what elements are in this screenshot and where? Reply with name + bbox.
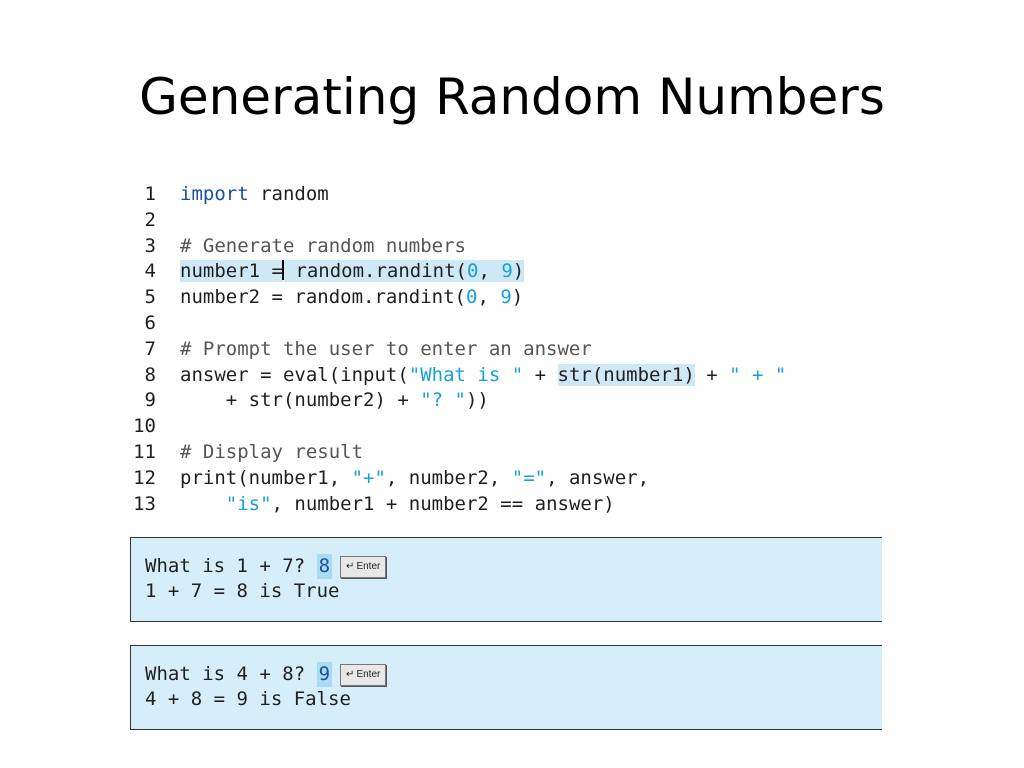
code-token: random bbox=[248, 183, 329, 205]
line-number: 4 bbox=[144, 260, 156, 283]
line-number: 7 bbox=[144, 337, 156, 360]
code-token: " + " bbox=[729, 363, 787, 386]
enter-label: Enter bbox=[356, 669, 381, 680]
code-line: 7 # Prompt the user to enter an answer bbox=[126, 337, 886, 363]
enter-key: ↵Enter bbox=[340, 663, 387, 686]
text-caret bbox=[281, 260, 284, 281]
code-token: + bbox=[694, 363, 730, 386]
code-listing: 1 import random 2 3 # Generate random number… bbox=[126, 182, 886, 517]
code-token: str(number1) bbox=[557, 363, 695, 386]
code-token: 9 bbox=[500, 286, 512, 309]
user-input: 9 bbox=[316, 662, 333, 687]
code-text: import random bbox=[180, 182, 329, 208]
code-token: # Display result bbox=[180, 440, 364, 463]
code-token: + str(number2) + bbox=[180, 389, 421, 412]
code-token: , bbox=[478, 260, 502, 283]
code-line: 10 bbox=[126, 414, 886, 440]
code-token: import bbox=[180, 183, 249, 205]
line-number: 1 bbox=[144, 183, 156, 205]
code-text: number1 = random.randint(0, 9) bbox=[180, 259, 525, 285]
line-number: 6 bbox=[144, 311, 156, 334]
code-line: 12 print(number1, "+", number2, "=", answ… bbox=[126, 466, 886, 492]
code-text: + str(number2) + "? ")) bbox=[180, 388, 489, 414]
code-line: 6 bbox=[126, 311, 886, 337]
code-line: 8 answer = eval(input("What is " + str(nu… bbox=[126, 363, 886, 389]
code-token: random.randint( bbox=[283, 260, 467, 283]
code-token: ) bbox=[511, 286, 524, 309]
line-number: 12 bbox=[133, 466, 156, 489]
code-text: # Prompt the user to enter an answer bbox=[180, 337, 592, 363]
code-line: 9 + str(number2) + "? ")) bbox=[126, 388, 886, 414]
code-token: , number1 + number2 == answer) bbox=[271, 492, 615, 515]
code-token: 9 bbox=[501, 260, 513, 283]
code-token: , answer, bbox=[546, 466, 650, 489]
code-token bbox=[180, 493, 226, 515]
code-line: 1 import random bbox=[126, 182, 886, 208]
line-number: 2 bbox=[144, 208, 156, 231]
line-number: 5 bbox=[144, 286, 156, 309]
code-line: 2 bbox=[126, 208, 886, 234]
code-line: 11 # Display result bbox=[126, 440, 886, 466]
code-token: answer = eval(input( bbox=[180, 363, 409, 386]
console-output-2: What is 4 + 8? 9 ↵Enter 4 + 8 = 9 is Fals… bbox=[130, 645, 882, 730]
code-text: number2 = random.randint(0, 9) bbox=[180, 285, 523, 311]
code-token: print(number1, bbox=[180, 466, 352, 489]
console-result: 1 + 7 = 8 is True bbox=[145, 580, 340, 602]
console-prompt: What is 1 + 7? bbox=[145, 555, 317, 577]
console-prompt-line: What is 4 + 8? 9 ↵Enter bbox=[145, 662, 882, 687]
console-prompt-line: What is 1 + 7? 8 ↵Enter bbox=[145, 554, 882, 579]
code-token: "is" bbox=[225, 492, 272, 515]
code-token: )) bbox=[465, 389, 489, 412]
code-token: , bbox=[477, 286, 501, 309]
console-result: 4 + 8 = 9 is False bbox=[145, 688, 351, 710]
enter-label: Enter bbox=[356, 561, 381, 572]
slide-title: Generating Random Numbers bbox=[139, 68, 885, 126]
code-token: 0 bbox=[465, 286, 478, 309]
code-text: "is", number1 + number2 == answer) bbox=[180, 492, 615, 518]
code-line: 4 number1 = random.randint(0, 9) bbox=[126, 259, 886, 285]
code-token: 0 bbox=[466, 260, 479, 283]
code-line: 13 "is", number1 + number2 == answer) bbox=[126, 492, 886, 518]
enter-icon: ↵ bbox=[346, 561, 355, 572]
code-token: # Prompt the user to enter an answer bbox=[180, 337, 592, 360]
code-text: # Generate random numbers bbox=[180, 234, 466, 260]
code-text: answer = eval(input("What is " + str(num… bbox=[180, 363, 786, 389]
console-output-1: What is 1 + 7? 8 ↵Enter 1 + 7 = 8 is True bbox=[130, 537, 882, 622]
code-token: "What is " bbox=[408, 363, 524, 386]
console-prompt: What is 4 + 8? bbox=[145, 663, 317, 685]
code-token: number2 = random.randint( bbox=[180, 286, 466, 309]
enter-icon: ↵ bbox=[346, 669, 355, 680]
code-text: # Display result bbox=[180, 440, 363, 466]
code-line: 5 number2 = random.randint(0, 9) bbox=[126, 285, 886, 311]
code-token: number1 = bbox=[180, 260, 283, 283]
line-number: 3 bbox=[144, 234, 156, 257]
user-input: 8 bbox=[316, 554, 333, 579]
code-token: + bbox=[523, 363, 558, 386]
code-token: "=" bbox=[511, 466, 547, 489]
code-token: ) bbox=[512, 260, 525, 283]
code-token: # Generate random numbers bbox=[180, 234, 466, 257]
code-token: , number2, bbox=[385, 466, 512, 489]
enter-key: ↵Enter bbox=[340, 555, 387, 578]
line-number: 11 bbox=[133, 440, 156, 463]
line-number: 10 bbox=[133, 415, 156, 438]
code-token: "? " bbox=[420, 389, 466, 412]
code-token: "+" bbox=[351, 466, 386, 489]
code-line: 3 # Generate random numbers bbox=[126, 234, 886, 260]
line-number: 8 bbox=[144, 363, 156, 386]
line-number: 9 bbox=[144, 389, 156, 412]
code-text: print(number1, "+", number2, "=", answer… bbox=[180, 466, 649, 492]
line-number: 13 bbox=[133, 492, 156, 515]
